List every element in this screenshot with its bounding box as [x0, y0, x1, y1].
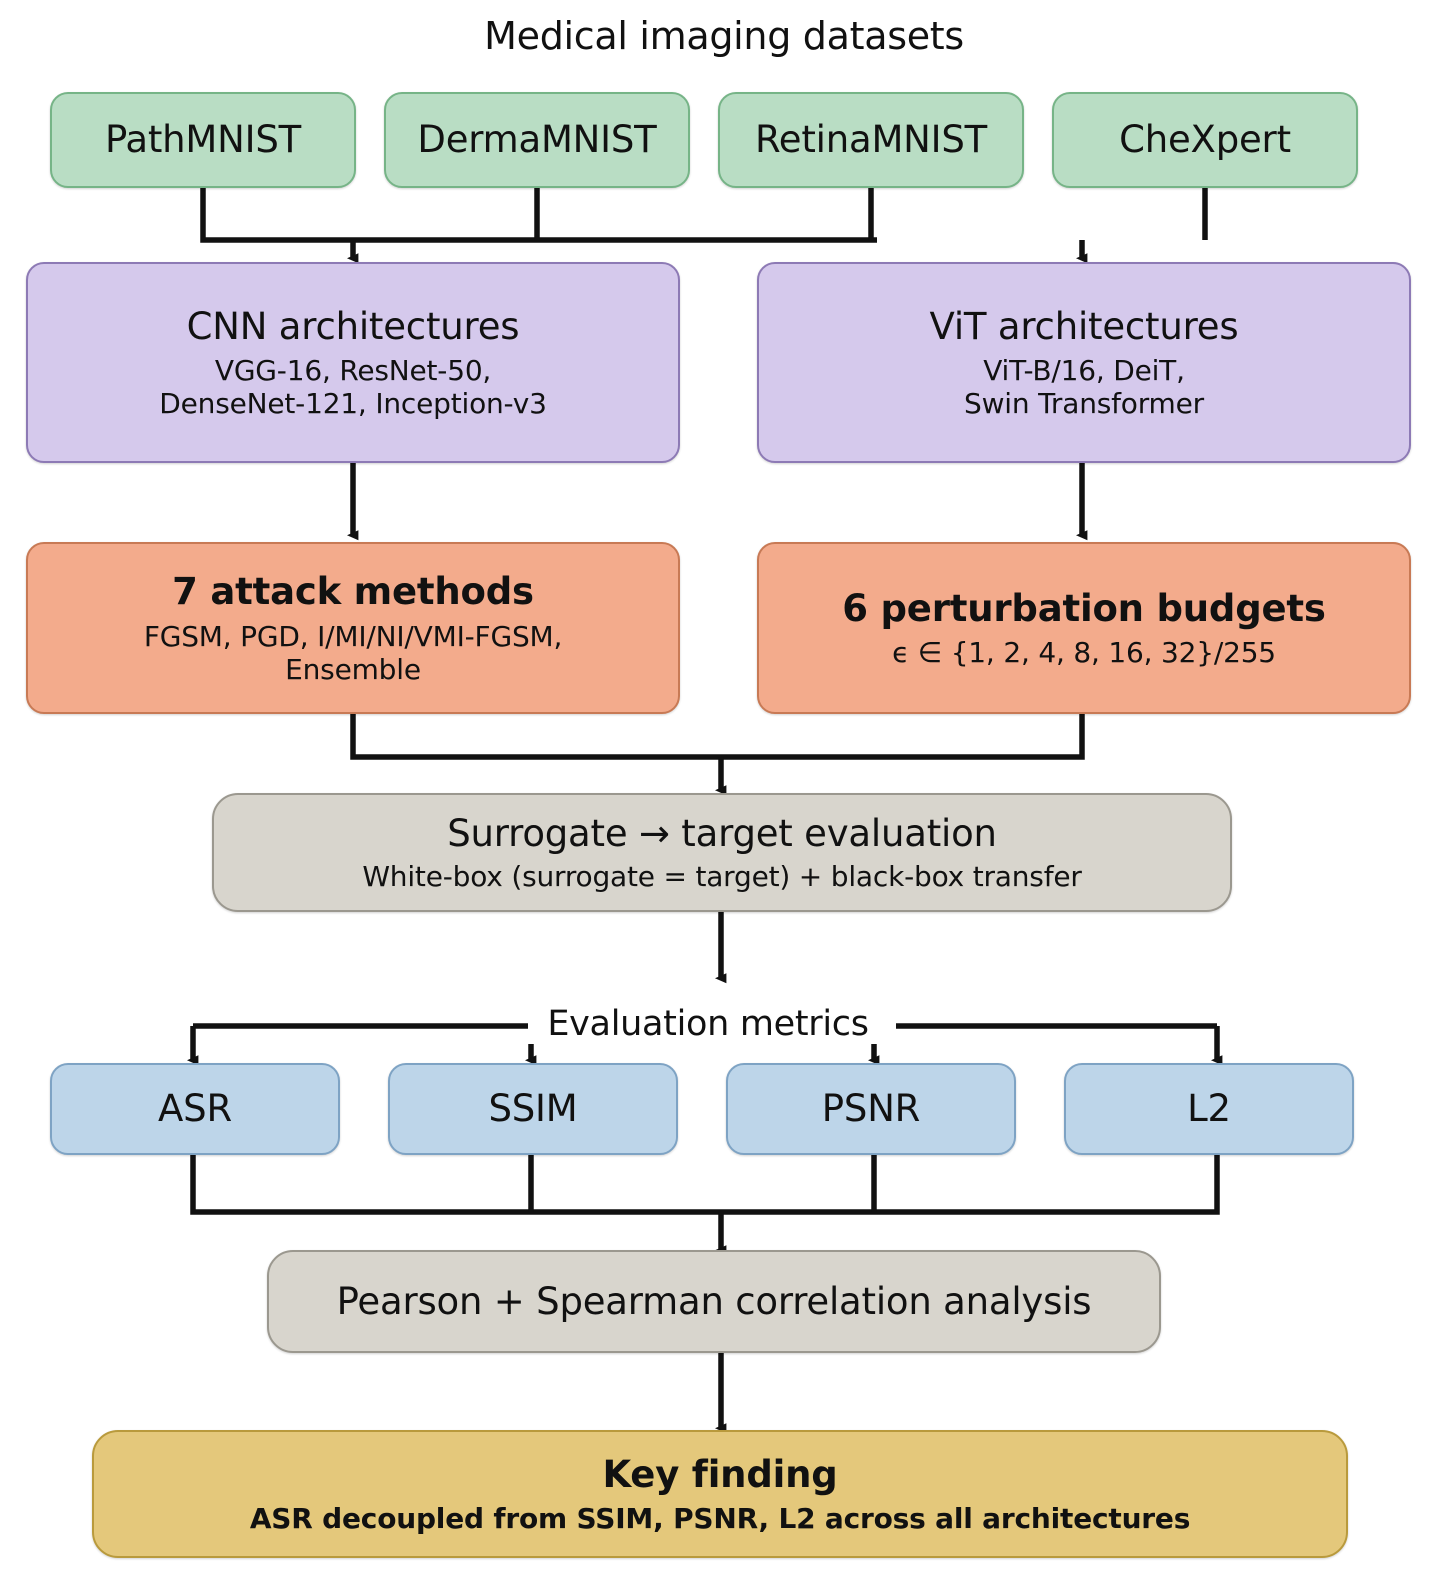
correlation-title: Pearson + Spearman correlation analysis [336, 1279, 1092, 1323]
metrics-bus-label: Evaluation metrics [528, 1004, 888, 1044]
key-finding-box[interactable]: Key finding ASR decoupled from SSIM, PSN… [92, 1430, 1348, 1558]
budget-title: 6 perturbation budgets [842, 586, 1326, 630]
metric-box-asr[interactable]: ASR [50, 1063, 340, 1155]
metric-label: PSNR [821, 1087, 921, 1131]
attack-line-1: FGSM, PGD, I/MI/NI/VMI-FGSM, [143, 619, 563, 653]
architecture-title: CNN architectures [186, 304, 520, 348]
metric-label: SSIM [488, 1087, 578, 1131]
dataset-box-chexpert[interactable]: CheXpert [1052, 92, 1358, 188]
evaluation-title: Surrogate → target evaluation [447, 811, 997, 855]
attack-line-2: Ensemble [285, 652, 421, 686]
architecture-line-2: DenseNet-121, Inception-v3 [159, 387, 547, 421]
dataset-label: RetinaMNIST [754, 118, 988, 162]
evaluation-box[interactable]: Surrogate → target evaluation White-box … [212, 793, 1232, 912]
attack-title: 7 attack methods [172, 570, 534, 614]
architecture-line-1: VGG-16, ResNet-50, [214, 354, 492, 388]
key-finding-subtitle: ASR decoupled from SSIM, PSNR, L2 across… [249, 1502, 1191, 1536]
architecture-line-2: Swin Transformer [964, 387, 1204, 421]
key-finding-title: Key finding [602, 1452, 838, 1496]
architecture-title: ViT architectures [929, 304, 1239, 348]
attack-box-budgets[interactable]: 6 perturbation budgets ϵ ∈ {1, 2, 4, 8, … [757, 542, 1411, 714]
dataset-box-pathmnist[interactable]: PathMNIST [50, 92, 356, 188]
evaluation-subtitle: White-box (surrogate = target) + black-b… [362, 860, 1082, 894]
architecture-box-vit[interactable]: ViT architectures ViT-B/16, DeiT, Swin T… [757, 262, 1411, 463]
dataset-box-dermamnist[interactable]: DermaMNIST [384, 92, 690, 188]
dataset-label: CheXpert [1119, 118, 1291, 162]
metric-box-ssim[interactable]: SSIM [388, 1063, 678, 1155]
metric-box-psnr[interactable]: PSNR [726, 1063, 1016, 1155]
architecture-line-1: ViT-B/16, DeiT, [983, 354, 1185, 388]
dataset-label: DermaMNIST [417, 118, 657, 162]
diagram-title: Medical imaging datasets [484, 14, 964, 58]
metric-label: ASR [158, 1087, 232, 1131]
metric-box-l2[interactable]: L2 [1064, 1063, 1354, 1155]
attack-box-methods[interactable]: 7 attack methods FGSM, PGD, I/MI/NI/VMI-… [26, 542, 680, 714]
correlation-box[interactable]: Pearson + Spearman correlation analysis [267, 1250, 1161, 1353]
dataset-label: PathMNIST [104, 118, 302, 162]
budget-line-1: ϵ ∈ {1, 2, 4, 8, 16, 32}/255 [892, 636, 1276, 670]
architecture-box-cnn[interactable]: CNN architectures VGG-16, ResNet-50, Den… [26, 262, 680, 463]
dataset-box-retinamnist[interactable]: RetinaMNIST [718, 92, 1024, 188]
metric-label: L2 [1187, 1087, 1231, 1131]
